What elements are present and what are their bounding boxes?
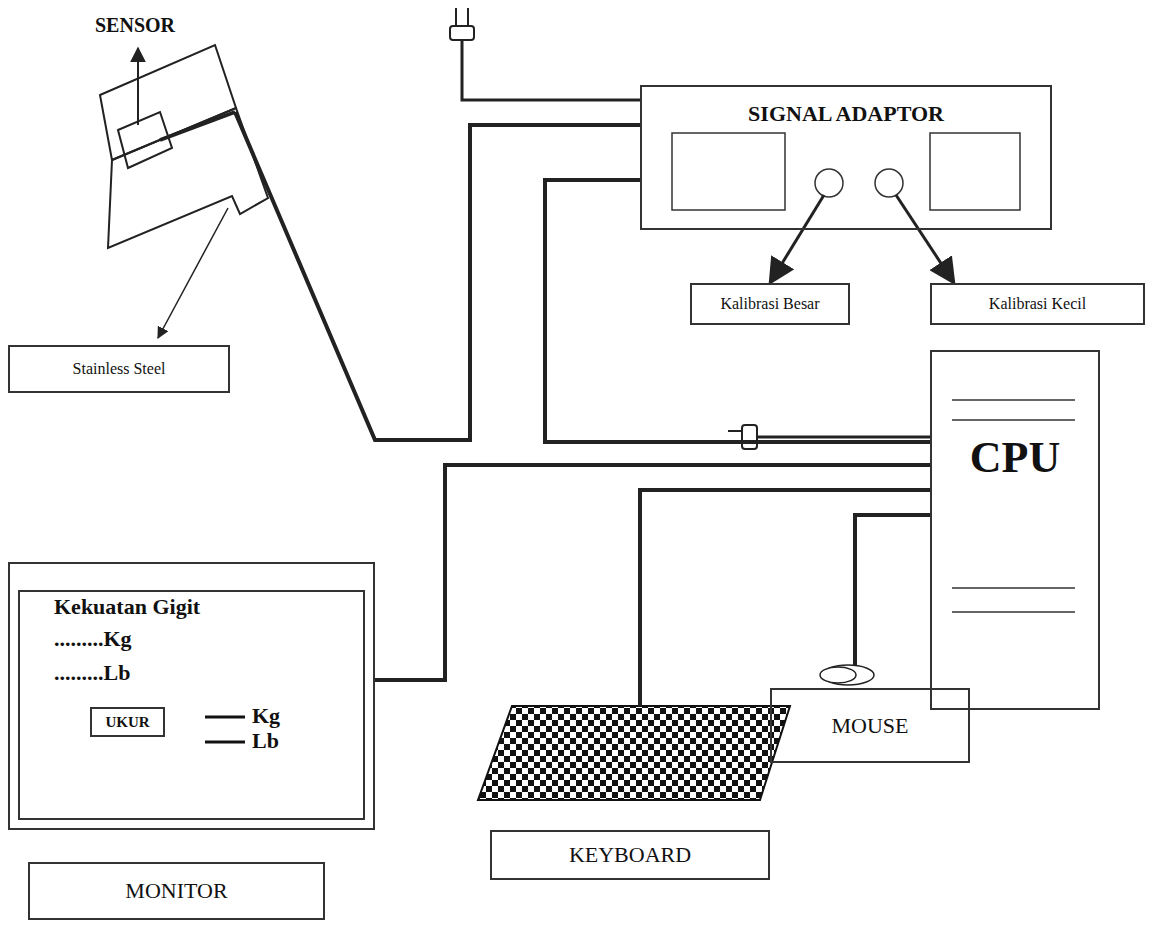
node-text: .........Kg bbox=[54, 626, 132, 652]
adaptor-box: SIGNAL ADAPTOR bbox=[640, 85, 1052, 230]
screen-frame bbox=[18, 590, 365, 820]
node-text: Kalibrasi Besar bbox=[720, 295, 819, 313]
adaptor-panels bbox=[672, 133, 1020, 210]
node-text: Lb bbox=[252, 728, 279, 754]
node-text: UKUR bbox=[105, 714, 149, 731]
label-box: MOUSE bbox=[770, 688, 970, 763]
label-box: Kalibrasi Kecil bbox=[930, 283, 1145, 325]
monitor-screen: Kekuatan Gigit .........Kg .........LbKgLb… bbox=[8, 562, 375, 830]
label-box: MONITOR bbox=[28, 862, 325, 920]
node-text: Kekuatan Gigit bbox=[54, 594, 200, 620]
label-box: KEYBOARD bbox=[490, 830, 770, 880]
node-text: KEYBOARD bbox=[569, 842, 691, 868]
node-text: Kg bbox=[252, 703, 280, 729]
node-text: Kalibrasi Kecil bbox=[989, 295, 1086, 313]
cpu-box: CPU bbox=[930, 350, 1100, 710]
sensor-arrow bbox=[137, 48, 139, 125]
label-box: Stainless Steel bbox=[8, 345, 230, 393]
sensor-cable bbox=[235, 112, 640, 440]
sensor-plate bbox=[100, 45, 268, 248]
button-box: UKUR bbox=[90, 707, 165, 737]
node-text: CPU bbox=[970, 432, 1060, 483]
node-text: .........Lb bbox=[54, 660, 130, 686]
arrow-connector bbox=[896, 195, 954, 283]
cable-connector bbox=[545, 180, 930, 442]
node-text: Stainless Steel bbox=[73, 360, 166, 378]
mouse-cable bbox=[855, 515, 930, 666]
part-label: SENSOR bbox=[95, 14, 175, 37]
keyboard-drawing bbox=[478, 706, 790, 800]
node-text: MONITOR bbox=[125, 878, 227, 904]
unit-dash bbox=[205, 717, 245, 742]
arrow-connector bbox=[770, 195, 824, 283]
mouse-drawing bbox=[820, 665, 874, 685]
power-plug bbox=[450, 8, 640, 100]
node-text: SIGNAL ADAPTOR bbox=[748, 101, 944, 127]
label-box: Kalibrasi Besar bbox=[690, 283, 850, 325]
cable-connector bbox=[375, 465, 930, 680]
cpu-slots bbox=[952, 400, 1075, 612]
keyboard-cable bbox=[640, 490, 930, 706]
leader-line bbox=[158, 208, 228, 338]
power-plug bbox=[728, 425, 930, 449]
node-text: MOUSE bbox=[831, 713, 908, 739]
